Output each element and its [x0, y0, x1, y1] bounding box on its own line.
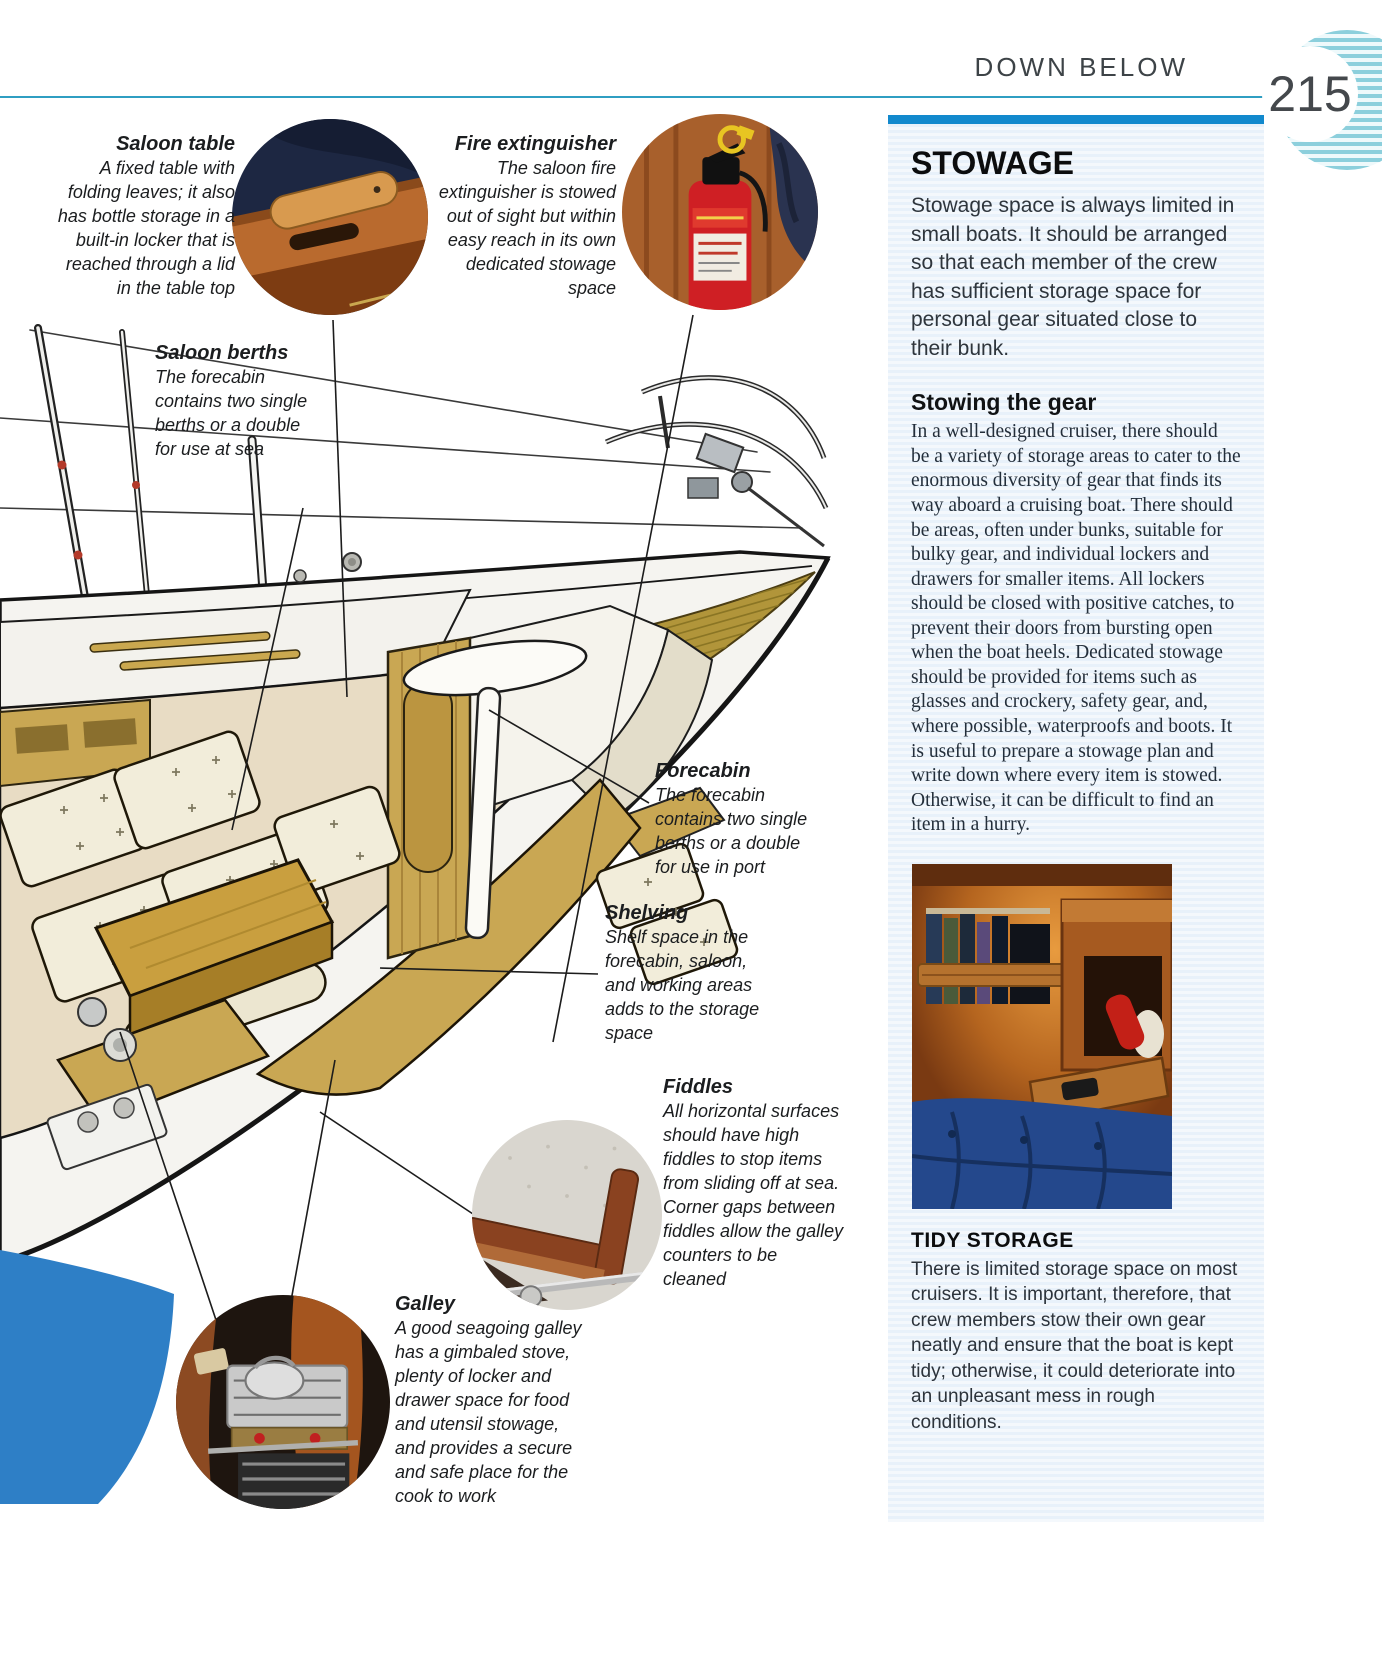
galley-photo	[176, 1295, 390, 1509]
mast-and-rigging	[0, 324, 803, 665]
callout-body: All horizontal surfaces should have high…	[663, 1101, 844, 1289]
callout-galley: Galley A good seagoing galley has a gimb…	[395, 1293, 587, 1509]
page-number-badge: 215	[1262, 46, 1358, 142]
callout-body: A good seagoing galley has a gimbaled st…	[395, 1318, 582, 1506]
callout-saloon-berths: Saloon berths The forecabin contains two…	[155, 342, 320, 462]
callout-body: The forecabin contains two single berths…	[155, 367, 308, 459]
callout-forecabin: Forecabin The forecabin contains two sin…	[655, 760, 820, 880]
sidebar-top-bar	[888, 115, 1264, 124]
callout-title: Galley	[395, 1293, 456, 1315]
saloon-table	[93, 858, 335, 1036]
tidy-body: There is limited storage space on most c…	[911, 1258, 1238, 1433]
fire-extinguisher-photo	[622, 114, 818, 310]
callout-fiddles: Fiddles All horizontal surfaces should h…	[663, 1076, 845, 1292]
sidebar-subheading: Stowing the gear	[911, 389, 1097, 416]
keel	[0, 1250, 174, 1504]
sidebar-intro: Stowage space is always limited in small…	[911, 194, 1235, 360]
callout-body: Shelf space in the forecabin, saloon, an…	[605, 927, 760, 1043]
sidebar-heading: STOWAGE	[911, 145, 1074, 181]
tidy-storage-photo	[912, 863, 1172, 1209]
page-number: 215	[1268, 66, 1352, 122]
page-section-title: DOWN BELOW	[974, 52, 1188, 82]
stowage-sidebar: STOWAGE Stowage space is always limited …	[888, 115, 1264, 1522]
callout-body: The saloon fire extinguisher is stowed o…	[438, 158, 616, 298]
callout-title: Saloon berths	[155, 342, 289, 364]
callout-shelving: Shelving Shelf space in the forecabin, s…	[605, 902, 780, 1046]
tidy-heading: TIDY STORAGE	[911, 1228, 1074, 1252]
callout-title: Fiddles	[663, 1076, 734, 1098]
sidebar-body: In a well-designed cruiser, there should…	[911, 421, 1241, 836]
callout-title: Shelving	[605, 902, 689, 924]
bow-pulpit	[605, 375, 829, 548]
callout-body: A fixed table with folding leaves; it al…	[57, 158, 235, 298]
callout-fire-extinguisher: Fire extinguisher The saloon fire exting…	[438, 133, 616, 301]
callout-title: Forecabin	[655, 760, 751, 782]
callout-title: Fire extinguisher	[454, 133, 616, 155]
fiddles-photo	[472, 1120, 662, 1310]
header-rule	[0, 96, 1264, 98]
callout-body: The forecabin contains two single berths…	[655, 785, 808, 877]
bulkhead	[386, 636, 472, 960]
saloon-table-photo	[232, 119, 428, 315]
callout-title: Saloon table	[116, 133, 235, 155]
callout-saloon-table: Saloon table A fixed table with folding …	[55, 133, 235, 301]
stowage-cabinet	[1060, 898, 1172, 1072]
